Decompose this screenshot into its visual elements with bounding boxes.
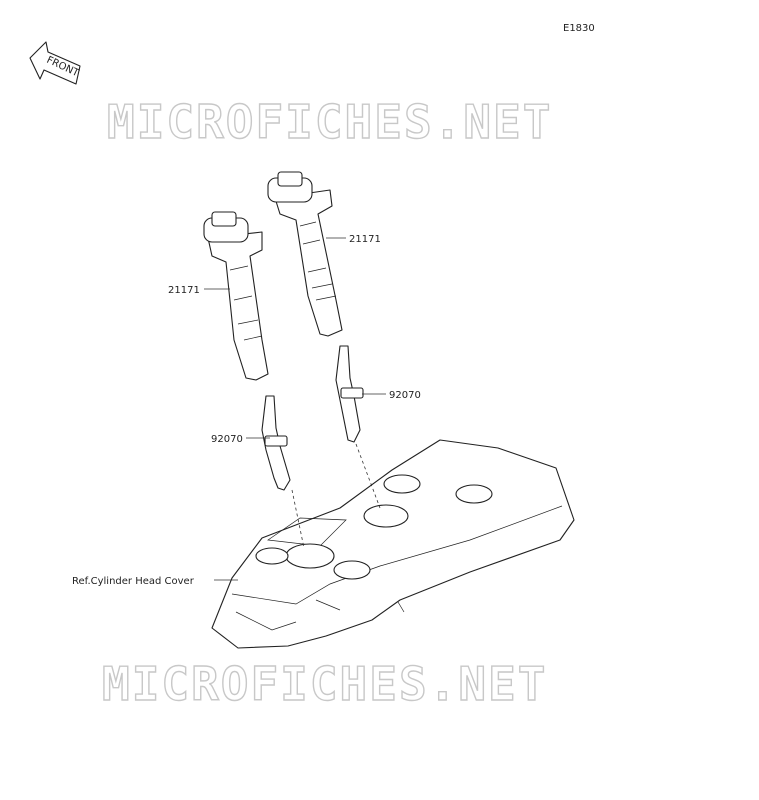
front-arrow-icon: FRONT	[29, 41, 81, 85]
callout-coil-right: 21171	[349, 234, 381, 245]
ignition-coil-left	[203, 211, 269, 381]
ignition-coil-right	[267, 171, 343, 337]
callout-head-cover: Ref.Cylinder Head Cover	[72, 576, 195, 587]
watermark-bottom: MICROFICHES.NET	[102, 657, 547, 711]
watermark-top: MICROFICHES.NET	[107, 95, 552, 149]
spark-plug-right	[335, 345, 364, 443]
callout-plug-left: 92070	[211, 434, 243, 445]
spark-plug-left	[261, 395, 291, 491]
cylinder-head-cover	[211, 439, 575, 649]
diagram-code: E1830	[563, 23, 595, 34]
callout-plug-right: 92070	[389, 390, 421, 401]
callout-coil-left: 21171	[168, 285, 200, 296]
